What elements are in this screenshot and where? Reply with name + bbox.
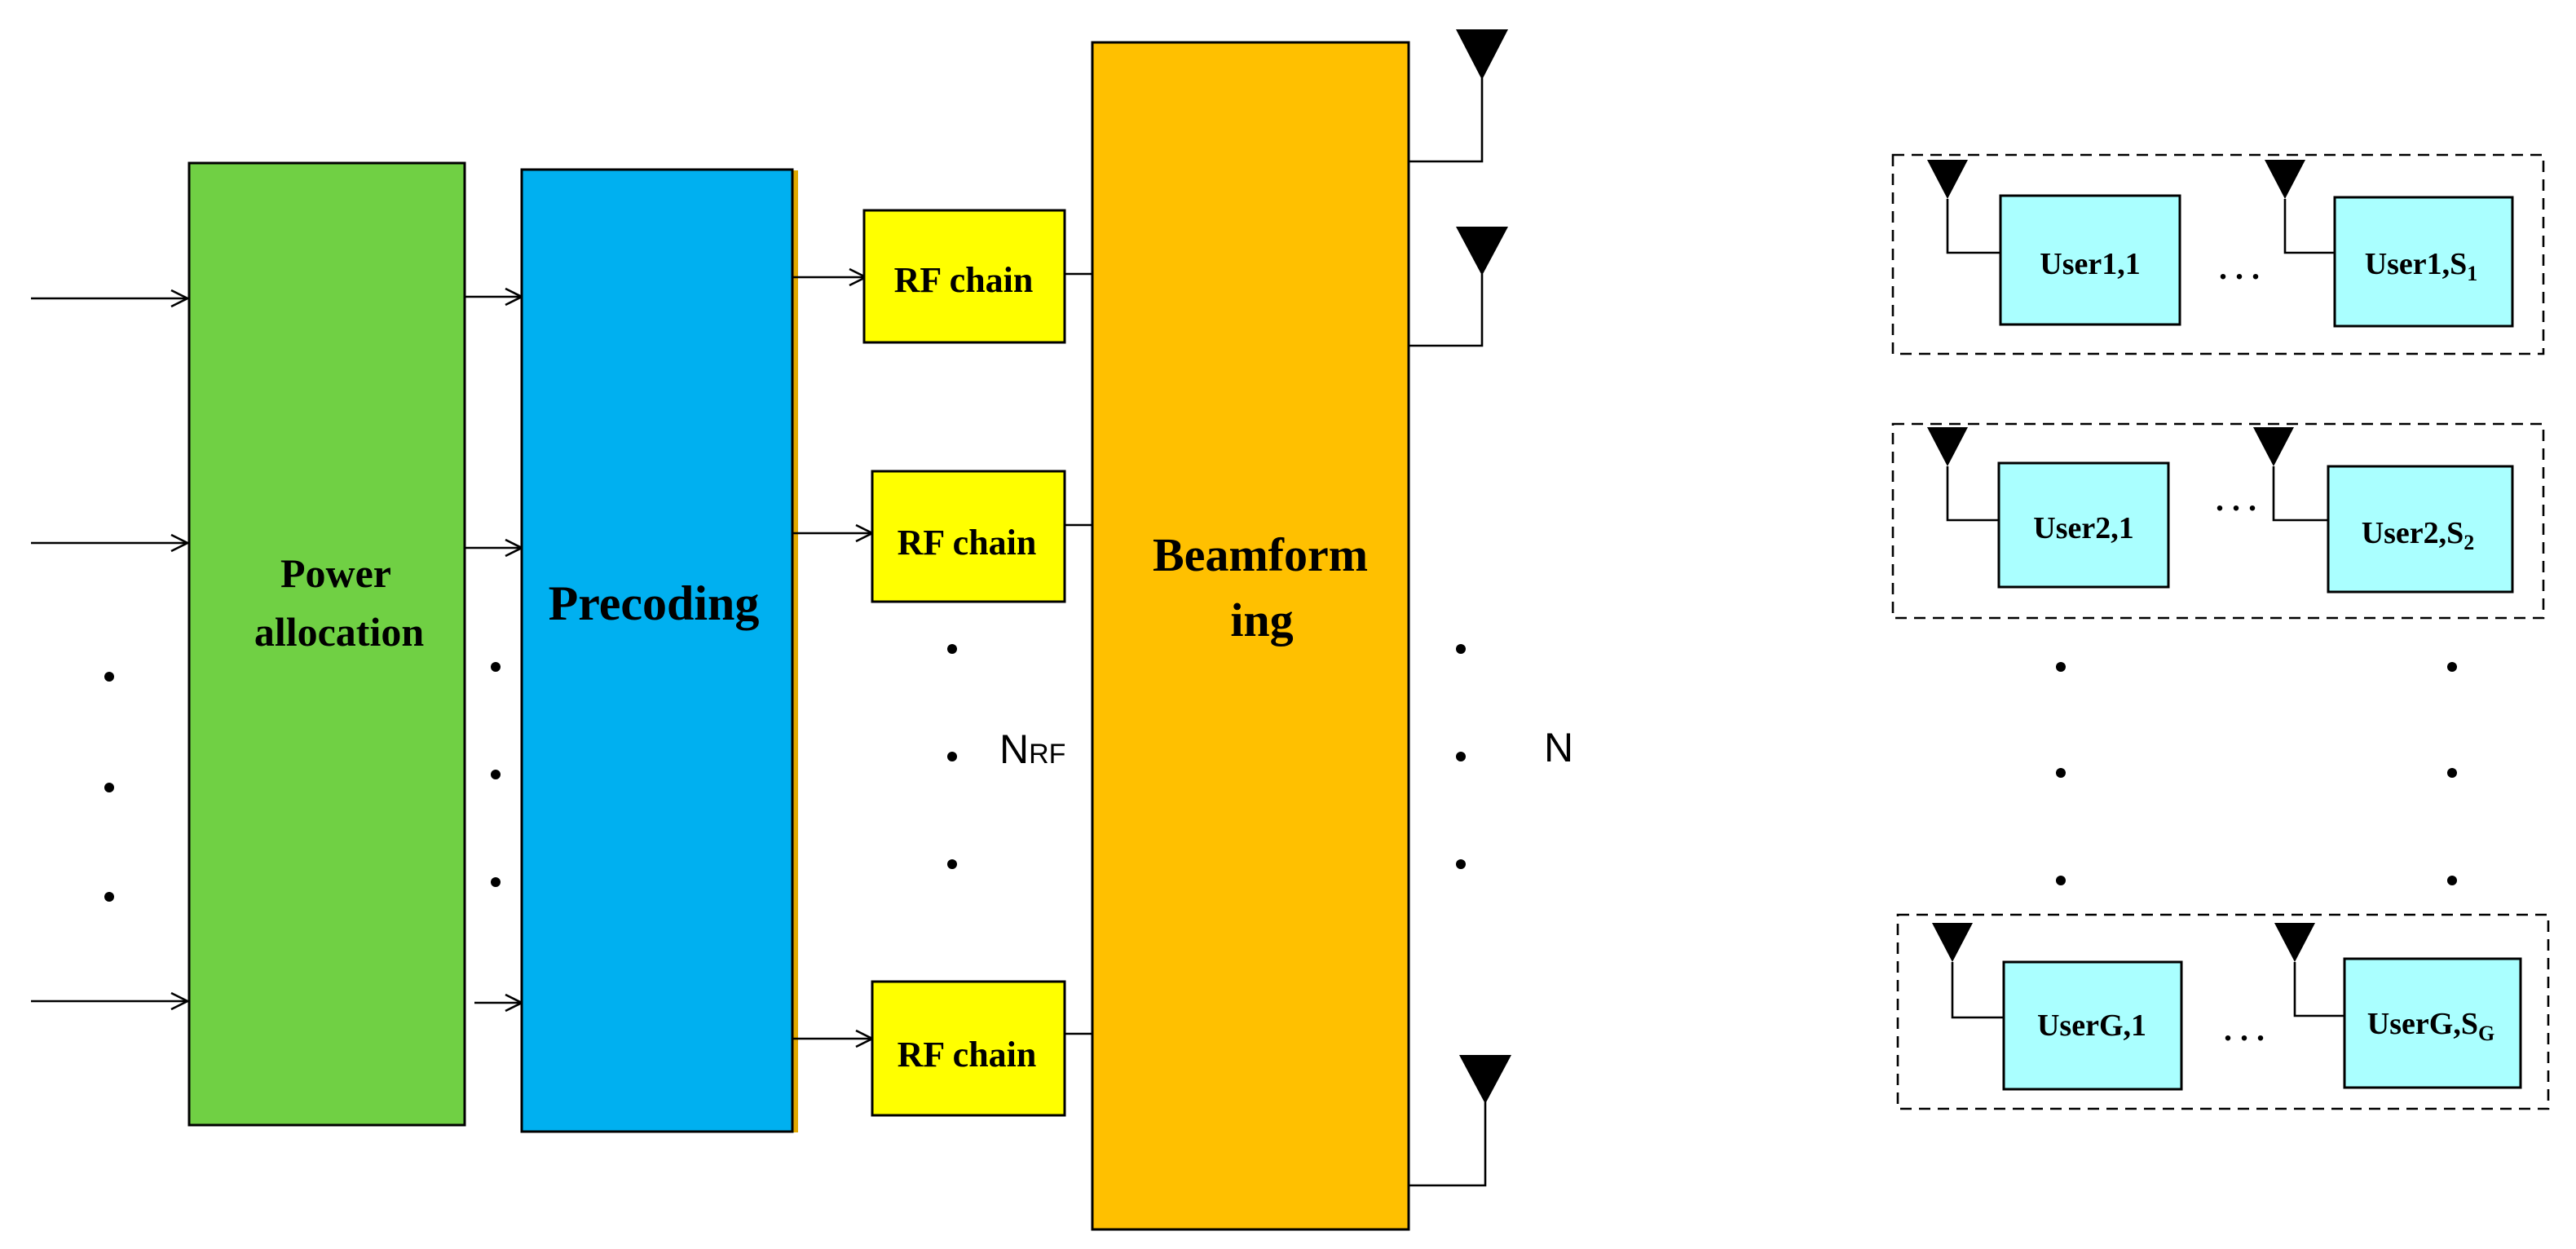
nrf-label: NRF bbox=[999, 726, 1065, 772]
user-label-last: UserG,SG bbox=[2367, 1007, 2494, 1045]
antenna-icon bbox=[1927, 160, 1968, 199]
rf-chain-box bbox=[862, 209, 1066, 344]
antenna-icon bbox=[1456, 29, 1508, 80]
precoding-label: Precoding bbox=[549, 576, 760, 630]
antenna-icon bbox=[2253, 427, 2294, 466]
input-arrows bbox=[31, 298, 187, 1001]
user-box bbox=[2333, 196, 2514, 328]
rf-chain-box bbox=[871, 980, 1066, 1117]
user-box bbox=[2327, 465, 2514, 594]
user-box bbox=[2002, 960, 2183, 1091]
input-vertical-dots bbox=[104, 672, 114, 902]
power-to-precoding-arrows bbox=[465, 297, 522, 1003]
mid-vertical-dots bbox=[491, 662, 501, 887]
antenna-icon bbox=[1459, 1055, 1511, 1104]
beamforming-block: Beamform ing bbox=[1091, 41, 1410, 1231]
beamforming-label-2: ing bbox=[1230, 594, 1293, 647]
antenna-vertical-dots bbox=[1456, 644, 1466, 869]
rf-chain-1: RF chain bbox=[862, 209, 1066, 344]
antenna-icon bbox=[2274, 923, 2315, 962]
precoding-box bbox=[520, 168, 794, 1133]
tx-antenna-2 bbox=[1409, 227, 1508, 347]
rf-chain-2: RF chain bbox=[871, 470, 1066, 603]
user-group-border bbox=[1891, 153, 2545, 355]
rf-to-beamforming-lines bbox=[1065, 272, 1092, 1035]
user-box bbox=[1999, 194, 2181, 326]
ellipsis: . . . bbox=[2224, 1011, 2265, 1048]
user-group-2: User2,1 . . . User2,S2 bbox=[1891, 422, 2545, 620]
user-label-last: User2,S2 bbox=[2362, 516, 2475, 554]
antenna-icon bbox=[1456, 227, 1508, 276]
user-group-border bbox=[1891, 422, 2545, 620]
power-allocation-label-1: Power bbox=[280, 550, 391, 596]
n-antennas-label: N bbox=[1544, 725, 1573, 770]
tx-antenna-3 bbox=[1409, 1055, 1511, 1187]
user-group-g: UserG,1 . . . UserG,SG bbox=[1896, 913, 2550, 1110]
power-allocation-label-2: allocation bbox=[254, 609, 425, 655]
user-label: User2,1 bbox=[2033, 511, 2133, 545]
user-group-border bbox=[1896, 913, 2550, 1110]
user-label-last: User1,S1 bbox=[2365, 247, 2478, 285]
rf-chain-label: RF chain bbox=[894, 260, 1034, 300]
rf-vertical-dots bbox=[947, 644, 957, 869]
user-box bbox=[1997, 461, 2170, 589]
ellipsis: . . . bbox=[2219, 249, 2260, 286]
rf-chain-3: RF chain bbox=[871, 980, 1066, 1117]
beamforming-label-1: Beamform bbox=[1153, 528, 1368, 581]
precoding-to-rf-arrows bbox=[792, 277, 872, 1039]
user-box bbox=[2343, 957, 2522, 1089]
user-vertical-dots bbox=[2056, 662, 2457, 885]
power-allocation-box bbox=[187, 161, 466, 1127]
user-group-1: User1,1 . . . User1,S1 bbox=[1891, 153, 2545, 355]
antenna-icon bbox=[2265, 160, 2305, 199]
antenna-icon bbox=[1927, 427, 1968, 466]
antenna-icon bbox=[1932, 923, 1973, 962]
rf-chain-label: RF chain bbox=[898, 523, 1037, 563]
beamforming-box bbox=[1091, 41, 1410, 1231]
ellipsis: . . . bbox=[2216, 481, 2256, 518]
rf-chain-label: RF chain bbox=[898, 1035, 1037, 1075]
precoding-block: Precoding bbox=[520, 168, 798, 1133]
user-label: UserG,1 bbox=[2037, 1008, 2146, 1043]
user-label: User1,1 bbox=[2040, 247, 2140, 281]
tx-antenna-1 bbox=[1409, 29, 1508, 163]
power-allocation-block: Power allocation bbox=[187, 161, 466, 1127]
rf-chain-box bbox=[871, 470, 1066, 603]
